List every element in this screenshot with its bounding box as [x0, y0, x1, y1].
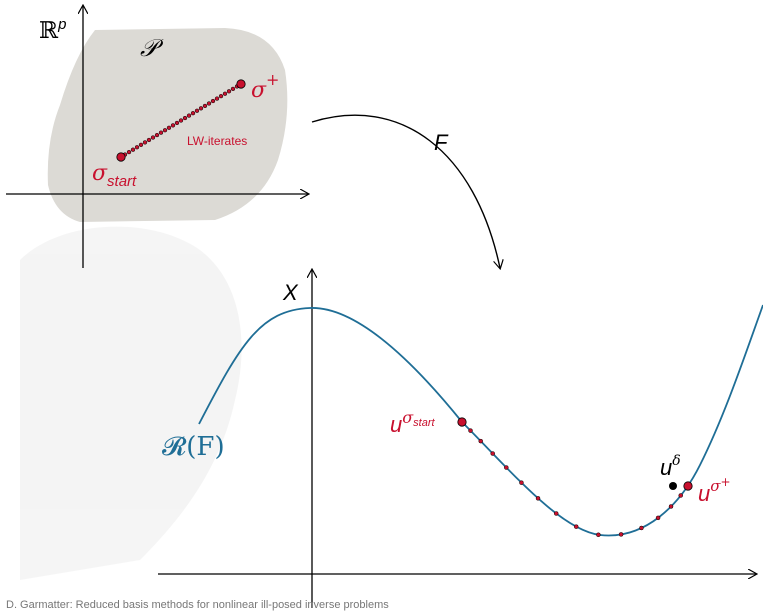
lw-iterate-dot	[186, 113, 192, 118]
lw-iterate-dot	[194, 108, 200, 113]
lw-iterate-dot	[206, 101, 212, 106]
lw-iterate-dot	[202, 103, 208, 109]
curve-iterate-dot	[553, 511, 559, 516]
lw-iterate-dot	[198, 106, 204, 111]
range-label: 𝓡(F)	[162, 432, 225, 462]
lw-iterate-dot	[166, 125, 172, 130]
u-delta-point	[669, 482, 677, 490]
curve-iterate-dot	[678, 493, 683, 498]
lw-iterate-dot	[230, 86, 236, 92]
lw-iterate-dot	[150, 135, 156, 140]
top-space-label: ℝp	[39, 16, 66, 44]
curve-iterate-dot	[668, 504, 674, 509]
lw-iterate-dot	[130, 147, 136, 152]
curve-iterate-dot	[618, 532, 624, 537]
parameter-region	[47, 28, 288, 222]
sigma-start-label: σstart	[92, 161, 137, 190]
lw-iterate-dot	[174, 120, 180, 126]
lw-iterate-dot	[182, 115, 188, 121]
u-plus-label: uσ+	[698, 475, 731, 506]
curve-iterate-dot	[535, 496, 541, 501]
lw-iterate-dot	[138, 142, 144, 147]
u-start-label: uσstart	[390, 408, 436, 437]
curve-iterate-dot	[639, 525, 644, 531]
lw-iterate-dot	[162, 128, 168, 133]
lw-iterate-dot	[222, 91, 228, 96]
u-plus-point	[683, 481, 693, 491]
curve-iterate-dot	[478, 438, 483, 444]
curve-iterate-dot	[573, 524, 579, 529]
lw-iterate-dot	[146, 137, 152, 143]
mapping-arrow	[311, 114, 500, 268]
sigma-plus-label: σ+	[251, 70, 279, 103]
curve-iterate-points	[468, 428, 683, 538]
lw-iterate-dot	[210, 98, 216, 104]
lw-iterate-dot	[178, 118, 184, 123]
footer-citation: D. Garmatter: Reduced basis methods for …	[6, 599, 389, 611]
lw-iterate-dot	[170, 123, 176, 128]
sigma-start-point	[116, 152, 126, 162]
lw-iterate-dot	[154, 132, 160, 138]
lw-iterate-dot	[218, 94, 224, 99]
mapping-label: F	[434, 130, 449, 155]
u-delta-label: uδ	[660, 453, 681, 480]
bottom-space-label: X	[282, 280, 299, 305]
lw-iterate-dot	[226, 89, 232, 94]
curve-iterate-dot	[519, 480, 524, 485]
lw-iterate-dot	[142, 140, 148, 145]
curve-iterate-dot	[490, 451, 495, 456]
sigma-plus-point	[236, 79, 246, 89]
lw-iterate-dot	[214, 96, 220, 101]
watermark-portrait	[20, 226, 242, 581]
u-start-point	[457, 417, 467, 427]
lw-iterate-points	[122, 84, 240, 157]
range-curve	[198, 304, 763, 537]
lw-iterate-dot	[158, 130, 164, 135]
curve-iterate-dot	[596, 532, 601, 538]
lw-iterate-dot	[190, 111, 196, 116]
iterates-label: LW-iterates	[187, 134, 247, 148]
curve-iterate-dot	[655, 515, 661, 521]
lw-iterate-dot	[126, 149, 132, 155]
curve-iterate-dot	[468, 428, 473, 433]
lw-iterate-dot	[134, 145, 140, 150]
curve-iterate-dot	[504, 465, 509, 470]
